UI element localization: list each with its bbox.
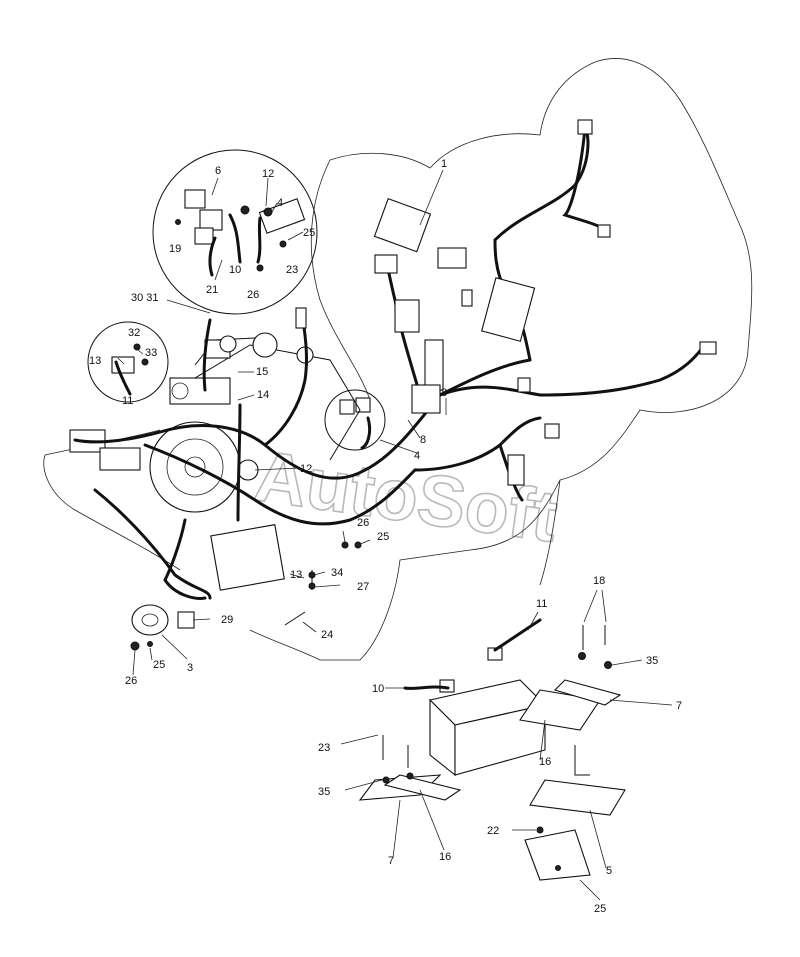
harness-components	[295, 119, 717, 486]
callout-11-detail: 11	[122, 395, 133, 407]
callout-6: 6	[215, 165, 221, 177]
horn-and-fasteners	[130, 541, 362, 651]
vehicle-body-outline	[43, 58, 753, 661]
callout-26-detail: 26	[247, 289, 259, 301]
engine-assembly	[69, 332, 361, 591]
callout-23: 23	[318, 742, 330, 754]
callout-15: 15	[256, 366, 268, 378]
callout-29: 29	[221, 614, 233, 626]
callout-13-detail: 13	[89, 355, 101, 367]
callout-4-detail: 4	[277, 197, 283, 209]
watermark: AutoSoft	[250, 436, 562, 558]
callout-26-horn: 26	[125, 675, 137, 687]
starter-terminal-detail-circle	[87, 321, 169, 403]
battery-assembly	[358, 618, 626, 881]
callout-1: 1	[441, 158, 447, 170]
callout-33: 33	[145, 347, 157, 359]
callout-8-harness: 8	[441, 387, 447, 399]
callout-32: 32	[128, 327, 140, 339]
leader-lines	[117, 169, 673, 901]
harness-detail-circle	[324, 389, 386, 451]
callout-30-31: 30 31	[131, 292, 159, 304]
callout-27: 27	[357, 581, 369, 593]
callout-7-right: 7	[676, 700, 682, 712]
callout-18: 18	[593, 575, 605, 587]
callout-16-right: 16	[539, 756, 551, 768]
callout-22: 22	[487, 825, 499, 837]
callout-25-bracket: 25	[594, 903, 606, 915]
callout-3: 3	[187, 662, 193, 674]
callout-10-detail: 10	[229, 264, 241, 276]
callout-25: 25	[377, 531, 389, 543]
callout-23-detail: 23	[286, 264, 298, 276]
callout-25-detail: 25	[303, 227, 315, 239]
callout-16-left: 16	[439, 851, 451, 863]
callout-21: 21	[206, 284, 218, 296]
callout-13: 13	[290, 569, 302, 581]
callout-labels: 1 6 12 4 25 19 10 23 21 26 30 31 32 13 3…	[89, 158, 682, 915]
relay-detail-circle	[152, 149, 318, 315]
wiring-harness	[73, 126, 707, 600]
callout-35-left: 35	[318, 786, 330, 798]
callout-24: 24	[321, 629, 333, 641]
callout-35-right: 35	[646, 655, 658, 667]
callout-12: 12	[300, 463, 312, 475]
callout-8: 8	[420, 434, 426, 446]
callout-11: 11	[536, 598, 547, 610]
callout-14: 14	[257, 389, 269, 401]
callout-10: 10	[372, 683, 384, 695]
callout-25-horn: 25	[153, 659, 165, 671]
callout-4: 4	[414, 450, 420, 462]
callout-26: 26	[357, 517, 369, 529]
callout-34: 34	[331, 567, 343, 579]
callout-12-detail: 12	[262, 168, 274, 180]
callout-19: 19	[169, 243, 181, 255]
callout-5: 5	[606, 865, 612, 877]
callout-7-left: 7	[388, 855, 394, 867]
